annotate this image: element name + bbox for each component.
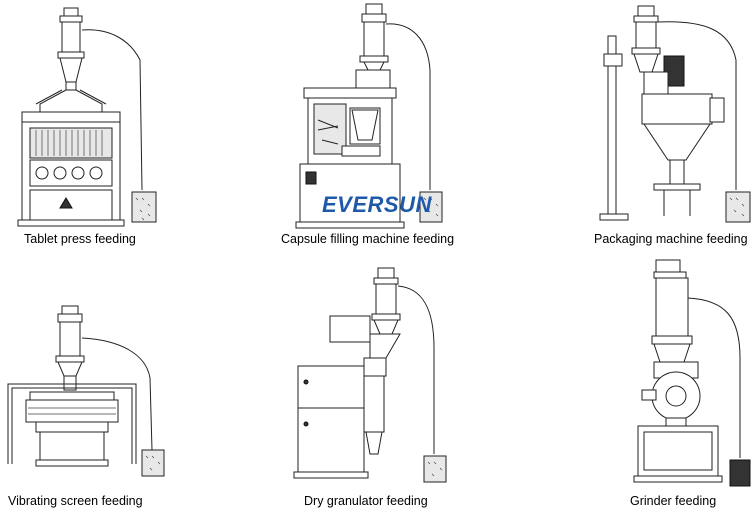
panel-packaging: Packaging machine feeding [504,0,756,258]
panel-dry-granulator: Dry granulator feeding [252,258,504,517]
grinder-illustration [633,259,751,487]
tablet-press-illustration [17,7,157,227]
caption-vibrating-screen: Vibrating screen feeding [8,494,143,508]
caption-packaging: Packaging machine feeding [594,232,748,246]
panel-grinder: Grinder feeding [504,258,756,517]
vibrating-screen-illustration [7,305,165,477]
brand-logo: EVERSUN [322,192,432,217]
caption-dry-granulator: Dry granulator feeding [304,494,428,508]
dry-granulator-illustration [293,267,447,483]
packaging-illustration [599,5,751,223]
caption-grinder: Grinder feeding [630,494,717,508]
panel-capsule-filling: Capsule filling machine feeding [252,0,504,258]
panel-tablet-press: Tablet press feeding [0,0,252,258]
caption-capsule-filling: Capsule filling machine feeding [281,232,455,246]
caption-tablet-press: Tablet press feeding [24,232,136,246]
capsule-filling-illustration [295,3,443,229]
panel-vibrating-screen: Vibrating screen feeding [0,258,252,517]
